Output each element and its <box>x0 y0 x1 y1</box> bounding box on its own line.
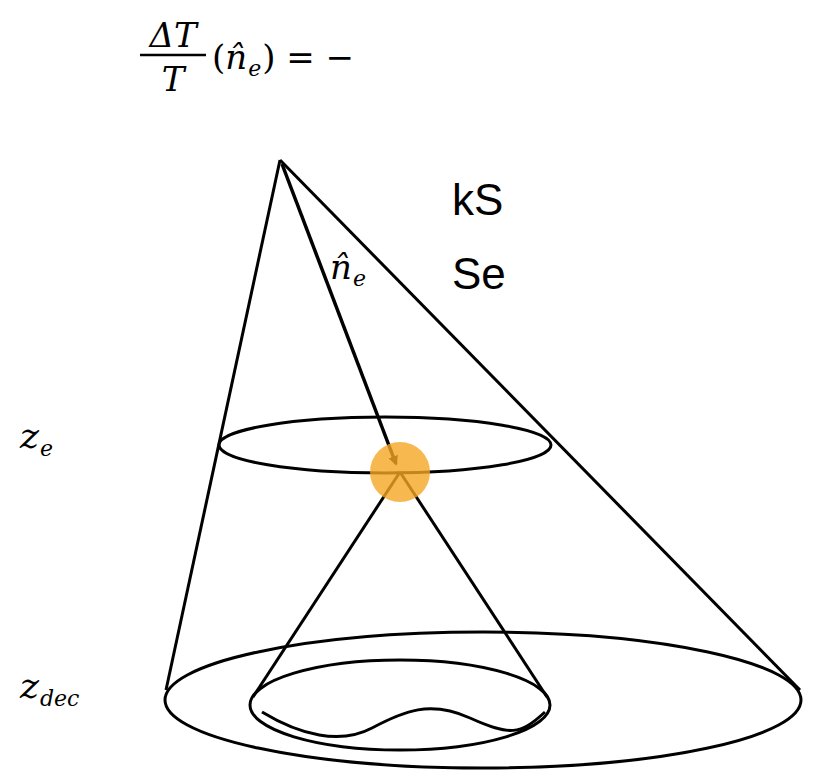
redshift-label: z <box>20 668 39 704</box>
inner-cone-edge <box>400 472 547 697</box>
math-subscript: e <box>248 58 261 80</box>
squiggle <box>262 709 545 737</box>
redshift-label: z <box>20 418 39 454</box>
scattering-spot <box>370 442 430 502</box>
heading-fragment: kS <box>452 178 503 222</box>
decoupling-ellipse <box>165 632 801 768</box>
fraction-numerator: ΔT <box>149 18 196 52</box>
redshift-subscript: dec <box>40 688 79 710</box>
math-symbol: n̂ <box>225 40 247 74</box>
fraction-denominator: T <box>162 62 185 96</box>
math-operator: ) = − <box>262 40 354 74</box>
redshift-subscript: e <box>40 438 53 460</box>
cone-edge <box>280 160 800 690</box>
direction-label: n̂ <box>330 250 352 284</box>
direction-subscript: e <box>353 268 366 290</box>
direction-arrow <box>282 164 396 464</box>
math-paren: ( <box>212 40 225 74</box>
inner-ellipse <box>250 660 550 750</box>
fraction-bar <box>140 54 206 57</box>
heading-fragment: Se <box>452 252 506 296</box>
inner-cone-edge <box>253 472 400 697</box>
